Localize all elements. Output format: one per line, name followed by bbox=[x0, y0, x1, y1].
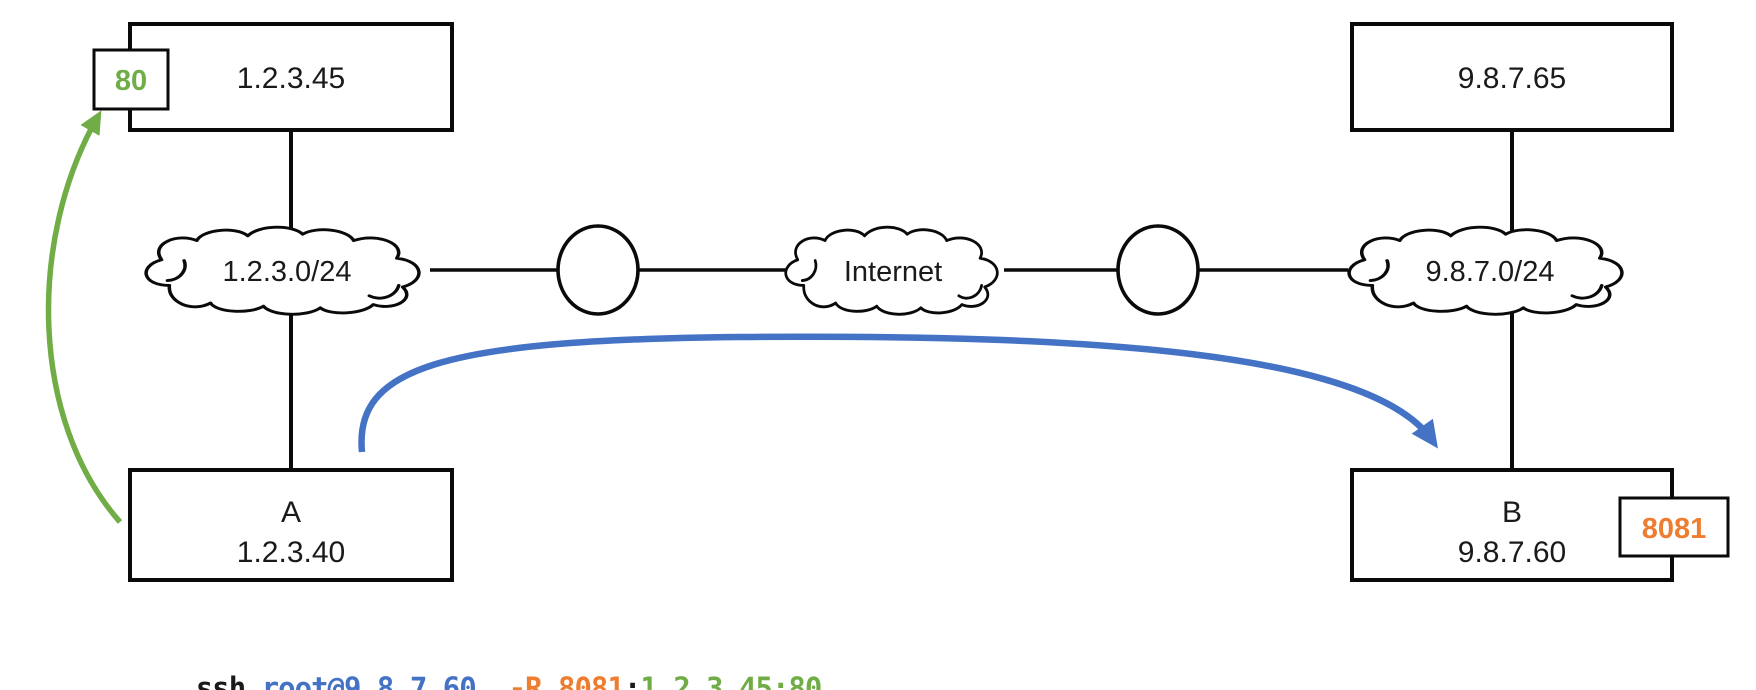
port-8081-label: 8081 bbox=[1642, 513, 1707, 545]
router-circle-right bbox=[1116, 224, 1200, 316]
blue-ssh-tunnel-arrow bbox=[358, 333, 1439, 453]
host-a-ip: 1.2.3.40 bbox=[237, 536, 345, 569]
ssh-command: ssh root@9.8.7.60 -R 8081:1.2.3.45:80 bbox=[130, 637, 823, 690]
host-b-name: B bbox=[1502, 496, 1522, 529]
cmd-dest: 1.2.3.45:80 bbox=[640, 671, 822, 690]
server-top-right-ip: 9.8.7.65 bbox=[1458, 62, 1566, 95]
network-cloud-left-label: 1.2.3.0/24 bbox=[223, 256, 352, 288]
host-a-name: A bbox=[281, 496, 301, 529]
host-a-box bbox=[128, 468, 454, 582]
cmd-colon: : bbox=[623, 671, 641, 690]
port-8081-badge bbox=[1618, 496, 1730, 558]
router-circle-left bbox=[556, 224, 640, 316]
cmd-gap bbox=[476, 671, 509, 690]
server-box-top-right bbox=[1350, 22, 1674, 132]
server-top-left-ip: 1.2.3.45 bbox=[237, 62, 345, 95]
cmd-user-host: root@9.8.7.60 bbox=[261, 671, 477, 690]
cmd-ssh: ssh bbox=[195, 671, 262, 690]
port-80-label: 80 bbox=[115, 65, 147, 97]
internet-cloud-label: Internet bbox=[844, 256, 942, 288]
network-cloud-right-label: 9.8.7.0/24 bbox=[1426, 256, 1555, 288]
green-local-forward-arrow bbox=[45, 110, 123, 524]
cmd-flag-r: -R bbox=[508, 671, 558, 690]
host-b-ip: 9.8.7.60 bbox=[1458, 536, 1566, 569]
port-80-badge bbox=[92, 48, 170, 111]
server-box-top-left bbox=[128, 22, 454, 132]
cmd-port-8081: 8081 bbox=[557, 671, 625, 690]
